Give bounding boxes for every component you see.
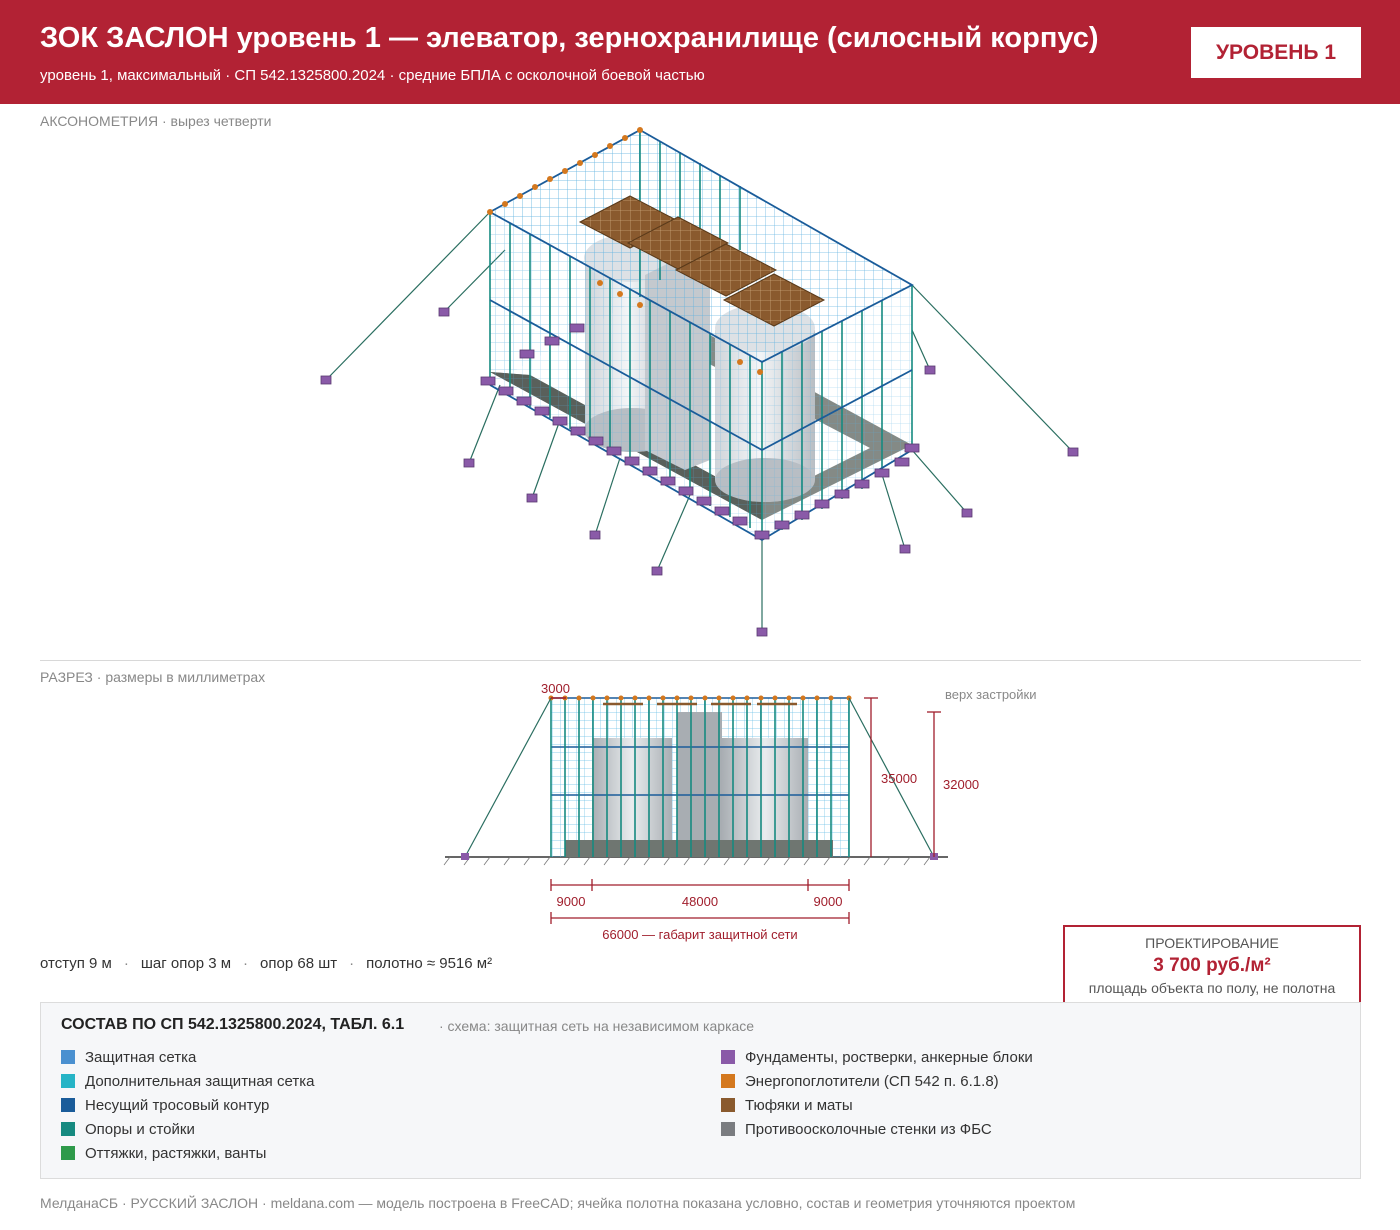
legend-item: Противоосколочные стенки из ФБС [721,1117,1033,1141]
legend-swatch [61,1122,75,1136]
legend-item: Оттяжки, растяжки, ванты [61,1141,314,1165]
level-badge: УРОВЕНЬ 1 [1191,27,1361,78]
section-label: РАЗРЕЗ · размеры в миллиметрах [40,669,266,685]
legend-col-right: Фундаменты, ростверки, анкерные блоки Эн… [721,1045,1033,1141]
mats [578,195,826,327]
dim-35000-line [864,697,878,857]
legend-swatch [721,1098,735,1112]
stat-posts: опор 68 шт [260,955,338,972]
dim-9000-right: 9000 [814,894,843,909]
legend-swatch [721,1074,735,1088]
top-of-building-label: верх застройки [945,687,1037,702]
stats-line: отступ 9 м·шаг опор 3 м·опор 68 шт·полот… [40,955,493,972]
dim-32000: 32000 [943,777,979,792]
legend-swatch [721,1122,735,1136]
header-banner: ЗОК ЗАСЛОН уровень 1 — элеватор, зернохр… [0,0,1400,104]
section-note: размеры в миллиметрах [105,669,266,685]
legend-item: Дополнительная защитная сетка [61,1069,314,1093]
legend-label: Энергопоглотители (СП 542 п. 6.1.8) [745,1072,999,1090]
legend-swatch [721,1050,735,1064]
composition-legend: СОСТАВ ПО СП 542.1325800.2024, ТАБЛ. 6.1… [40,1002,1361,1179]
legend-label: Тюфяки и маты [745,1096,853,1114]
section-building [565,712,833,857]
dim-3000: 3000 [541,681,570,696]
page-title: ЗОК ЗАСЛОН уровень 1 — элеватор, зернохр… [40,22,1099,54]
price-value: 3 700 руб./м² [1153,955,1271,976]
stat-offset: отступ 9 м [40,955,112,972]
legend-col-left: Защитная сетка Дополнительная защитная с… [61,1045,314,1165]
price-note: площадь объекта по полу, не полотна [1088,980,1336,996]
legend-item: Опоры и стойки [61,1117,314,1141]
price-heading: ПРОЕКТИРОВАНИЕ [1145,935,1279,951]
legend-swatch [61,1146,75,1160]
legend-item: Энергопоглотители (СП 542 п. 6.1.8) [721,1069,1033,1093]
footer-note: МелданаСБ · РУССКИЙ ЗАСЛОН · meldana.com… [40,1195,1076,1211]
energy-absorbers [487,127,763,375]
stat-fabric: полотно ≈ 9516 м² [366,955,493,972]
legend-label: Дополнительная защитная сетка [85,1072,315,1090]
axonometry-drawing [320,127,1079,637]
legend-label: Защитная сетка [85,1048,197,1066]
legend-swatch [61,1098,75,1112]
axonometry-note: вырез четверти [170,113,272,129]
section-cables [551,697,849,796]
page-subtitle: уровень 1, максимальный · СП 542.1325800… [40,67,705,84]
section-title: РАЗРЕЗ [40,669,93,685]
legend-item: Фундаменты, ростверки, анкерные блоки [721,1045,1033,1069]
dim-48000: 48000 [682,894,718,909]
axonometry-label: АКСОНОМЕТРИЯ · вырез четверти [40,113,272,129]
price-box: ПРОЕКТИРОВАНИЕ 3 700 руб./м² площадь объ… [1063,925,1361,1003]
section-drawing: 3000 35000 32000 верх застройки 9000 480… [443,681,1037,942]
dim-32000-line [927,711,941,857]
dim-66000: 66000 — габарит защитной сети [602,927,797,942]
legend-item: Несущий тросовый контур [61,1093,314,1117]
dim-35000: 35000 [881,771,917,786]
legend-item: Защитная сетка [61,1045,314,1069]
legend-schema: · схема: защитная сеть на независимом ка… [439,1018,755,1034]
axonometry-title: АКСОНОМЕТРИЯ [40,113,159,129]
legend-title: СОСТАВ ПО СП 542.1325800.2024, ТАБЛ. 6.1 [61,1016,405,1033]
legend-label: Противоосколочные стенки из ФБС [745,1120,992,1138]
dim-9000-left: 9000 [557,894,586,909]
guy-wires [325,211,1074,632]
foundation-blocks [320,307,1079,637]
legend-label: Несущий тросовый контур [85,1096,270,1114]
legend-swatch [61,1050,75,1064]
section-divider [40,660,1361,661]
section-posts [550,698,850,857]
legend-label: Опоры и стойки [85,1120,195,1138]
legend-item: Тюфяки и маты [721,1093,1033,1117]
ground-hatch [443,856,931,866]
legend-label: Оттяжки, растяжки, ванты [85,1144,267,1162]
stat-step: шаг опор 3 м [140,955,232,972]
legend-swatch [61,1074,75,1088]
dim-horizontal-lines [550,879,850,924]
legend-label: Фундаменты, ростверки, анкерные блоки [745,1048,1033,1066]
section-guys [464,697,935,858]
